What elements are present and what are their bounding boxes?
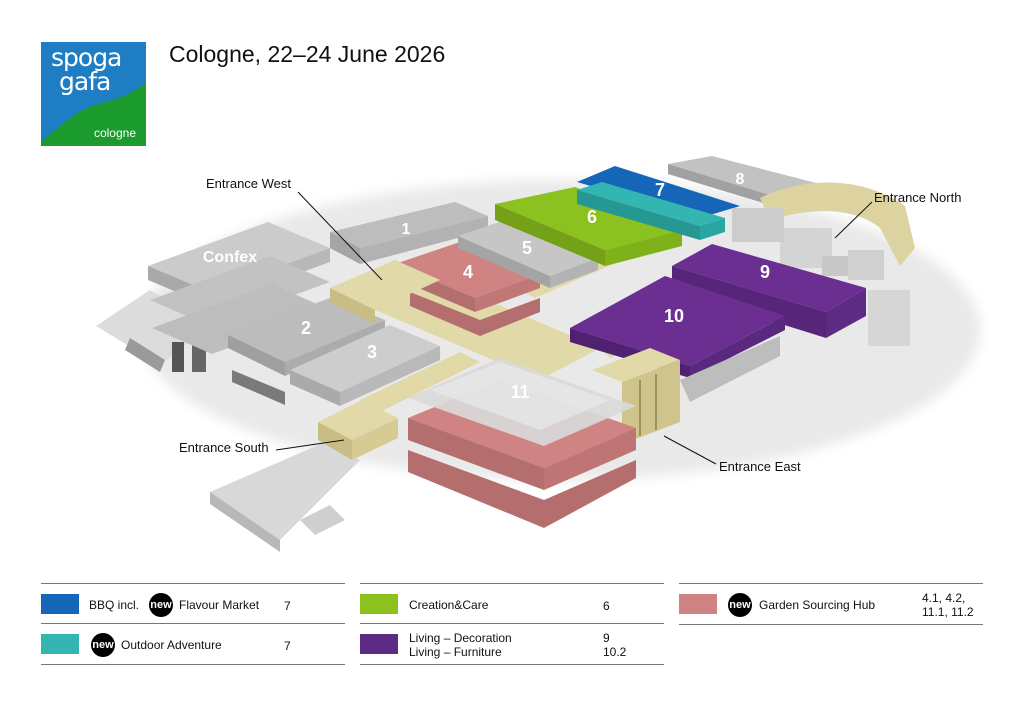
legend-row-living: Living – Decoration Living – Furniture 9…	[360, 623, 664, 665]
legend-swatch-creation-care	[360, 594, 398, 614]
page-title: Cologne, 22–24 June 2026	[169, 41, 446, 67]
hall-1[interactable]: 1	[330, 202, 488, 264]
hall-6[interactable]: 6	[495, 187, 682, 266]
hall-label-8: 8	[736, 171, 745, 188]
legend-hall-garden-sourcing-hub-1: 4.1, 4.2,	[922, 591, 966, 605]
logo-text-cologne: cologne	[93, 126, 136, 140]
legend-hall-living-furniture: 10.2	[603, 645, 627, 659]
entrance-east-structure	[592, 348, 680, 444]
hall-7[interactable]: 7	[577, 166, 740, 240]
legend-label-outdoor-adventure: Outdoor Adventure	[121, 638, 222, 652]
label-entrance-north: Entrance North	[874, 190, 961, 205]
legend-hall-outdoor-adventure: 7	[284, 639, 291, 653]
legend-hall-living-decoration: 9	[603, 631, 610, 645]
legend-hall-garden-sourcing-hub-2: 11.1, 11.2	[922, 605, 974, 619]
hall-label-11: 11	[510, 382, 529, 402]
hall-label-10: 10	[664, 306, 684, 326]
callout-entrance-north: Entrance North	[834, 190, 961, 239]
hall-label-3: 3	[367, 342, 377, 362]
entrance-north-structure	[732, 182, 915, 346]
hall-11[interactable]: 11	[408, 358, 636, 528]
legend-label-bbq: BBQ incl.	[89, 598, 140, 612]
new-badge: new	[728, 593, 752, 617]
hall-label-4: 4	[463, 262, 473, 282]
logo-text-spoga: spoga	[51, 43, 122, 72]
new-badge: new	[149, 593, 173, 617]
legend-swatch-living	[360, 634, 398, 654]
spoga-gafa-logo: spoga gafa cologne	[41, 42, 146, 146]
label-entrance-east: Entrance East	[719, 459, 801, 474]
legend-swatch-garden-sourcing-hub	[679, 594, 717, 614]
hall-label-1: 1	[402, 221, 411, 238]
legend-label-living-furniture: Living – Furniture	[409, 645, 502, 659]
label-entrance-south: Entrance South	[179, 440, 269, 455]
hall-confex[interactable]: Confex	[148, 222, 330, 354]
hall-label-6: 6	[587, 207, 597, 227]
hall-8[interactable]: 8	[668, 156, 820, 208]
legend-label-garden-sourcing-hub: Garden Sourcing Hub	[759, 598, 876, 612]
hall-label-5: 5	[522, 238, 532, 258]
hall-label-2: 2	[301, 318, 311, 338]
label-entrance-west: Entrance West	[206, 176, 291, 191]
hall-9[interactable]: 9	[672, 244, 866, 338]
logo-wave-shape	[41, 42, 146, 146]
callout-entrance-south: Entrance South	[179, 439, 345, 455]
entrance-south-ramp	[210, 440, 360, 552]
logo-text-gafa: gafa	[59, 67, 111, 96]
callout-entrance-east: Entrance East	[663, 435, 801, 474]
legend-swatch-bbq	[41, 594, 79, 614]
hall-5[interactable]: 5	[458, 220, 598, 288]
legend-hall-creation-care: 6	[603, 599, 610, 613]
legend-label-living-decoration: Living – Decoration	[409, 631, 512, 645]
hall-3[interactable]: 3	[290, 325, 440, 406]
legend-row-creation-care: Creation&Care 6	[360, 583, 664, 624]
legend-label-creation-care: Creation&Care	[409, 598, 489, 612]
hall-plan-map: Confex 1 2 3 4	[96, 156, 980, 552]
legend-row-bbq: BBQ incl. new Flavour Market 7	[41, 583, 345, 624]
entrance-west-block	[330, 260, 440, 324]
hall-label-confex: Confex	[203, 249, 257, 266]
legend-swatch-outdoor-adventure	[41, 634, 79, 654]
legend-label-flavour-market: Flavour Market	[179, 598, 260, 612]
hall-label-9: 9	[760, 262, 770, 282]
hall-label-7: 7	[655, 180, 665, 200]
legend-row-outdoor-adventure: new Outdoor Adventure 7	[41, 623, 345, 665]
new-badge: new	[91, 633, 115, 657]
legend-row-garden-sourcing-hub: new Garden Sourcing Hub 4.1, 4.2, 11.1, …	[679, 583, 983, 625]
callout-entrance-west: Entrance West	[206, 176, 383, 281]
legend-hall-bbq: 7	[284, 599, 291, 613]
